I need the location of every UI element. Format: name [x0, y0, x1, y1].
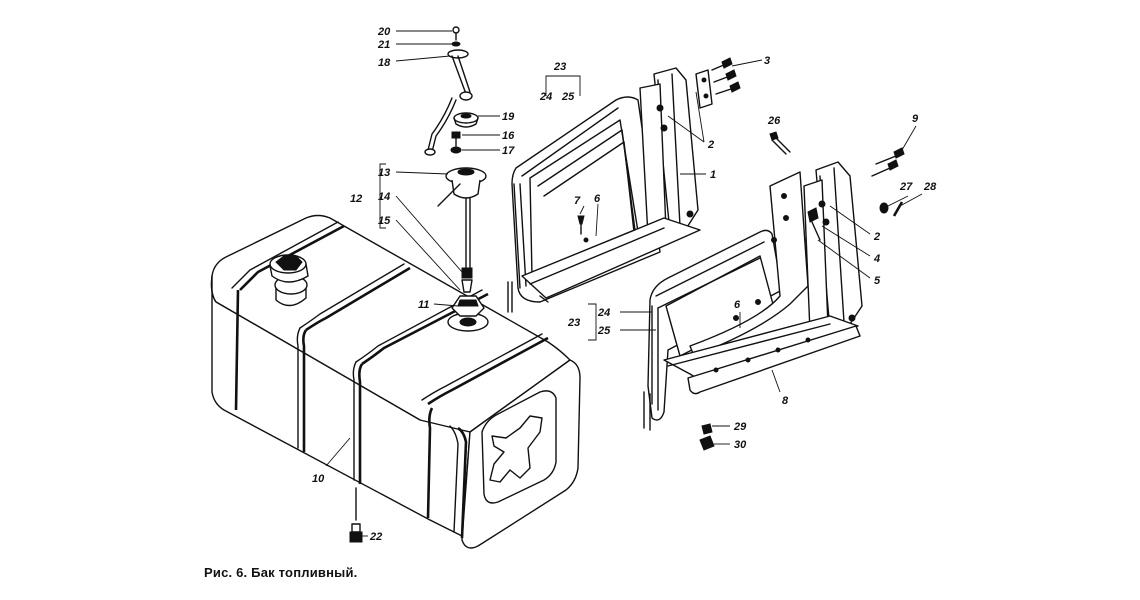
fuel-intake-tube [424, 26, 479, 156]
callout-2-right: 2 [873, 231, 880, 243]
callout-21: 21 [377, 39, 390, 51]
callout-10: 10 [312, 473, 325, 485]
callout-30: 30 [734, 439, 747, 451]
callout-16: 16 [502, 130, 515, 142]
callout-13: 13 [378, 167, 390, 179]
callout-22: 22 [369, 531, 382, 543]
callout-26: 26 [767, 115, 781, 127]
callout-12: 12 [350, 193, 362, 205]
callout-14: 14 [378, 191, 390, 203]
figure-caption: Рис. 6. Бак топливный. [204, 565, 358, 580]
callout-4: 4 [873, 253, 880, 265]
callout-25-right: 25 [597, 325, 611, 337]
callout-24-right: 24 [597, 307, 610, 319]
callout-25-left: 25 [561, 91, 575, 103]
fuel-tank [210, 214, 581, 549]
callout-7: 7 [574, 195, 581, 207]
callout-2-left: 2 [707, 139, 714, 151]
callout-18: 18 [378, 57, 391, 69]
fuel-level-sensor [437, 167, 487, 293]
callout-6-left: 6 [594, 193, 601, 205]
callout-23-left: 23 [553, 61, 566, 73]
leader-lines [325, 30, 923, 537]
callout-11: 11 [418, 299, 429, 311]
callout-6-right: 6 [734, 299, 741, 311]
right-tank-bracket [643, 131, 905, 451]
callout-20: 20 [377, 26, 391, 38]
left-tank-bracket [507, 57, 741, 313]
callout-24-left: 24 [539, 91, 552, 103]
callout-29: 29 [733, 421, 747, 433]
callout-23-right: 23 [567, 317, 580, 329]
callout-labels: 20 21 18 19 16 17 13 12 14 15 11 10 22 2… [312, 26, 937, 543]
callout-3: 3 [764, 55, 770, 67]
callout-27: 27 [899, 181, 913, 193]
callout-19: 19 [502, 111, 515, 123]
callout-5: 5 [874, 275, 881, 287]
callout-17: 17 [502, 145, 515, 157]
callout-15: 15 [378, 215, 391, 227]
callout-9: 9 [912, 113, 919, 125]
callout-1: 1 [710, 169, 716, 181]
callout-8: 8 [782, 395, 789, 407]
callout-28: 28 [923, 181, 937, 193]
